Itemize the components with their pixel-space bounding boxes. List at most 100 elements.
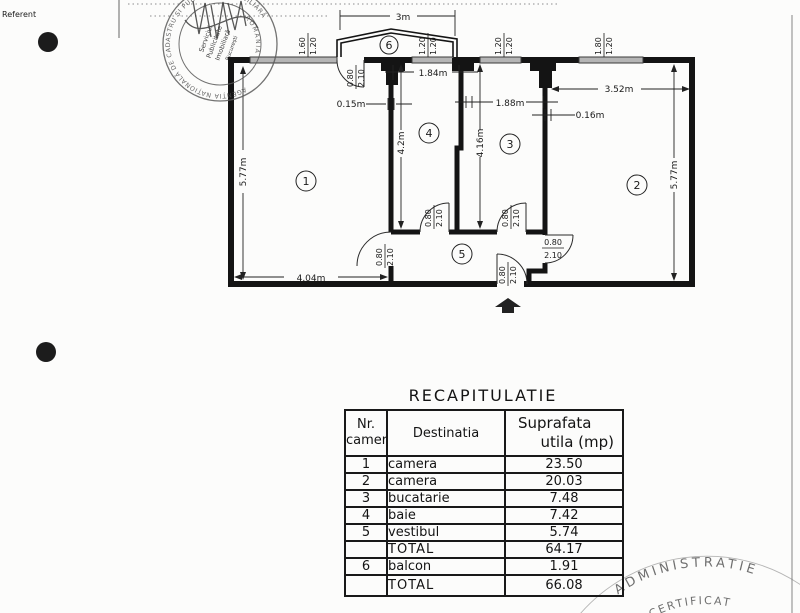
door-label-room4: 0.80 2.10 bbox=[424, 205, 444, 229]
dim-label-room2-height: 5.77m bbox=[670, 161, 680, 190]
room3-door bbox=[496, 202, 527, 233]
row3-nr: 3 bbox=[344, 489, 388, 508]
dim-room1-height: 5.77m bbox=[239, 66, 249, 280]
dim-balcony-width: 3m bbox=[339, 10, 456, 36]
dim-label-room1-height: 5.77m bbox=[239, 158, 249, 187]
interior-walls bbox=[381, 58, 556, 284]
row7-dest: balcon bbox=[386, 557, 506, 576]
stamp-arc2-text: CERTIFICAT bbox=[646, 589, 735, 613]
dim-label-room3-height: 4.16m bbox=[476, 129, 486, 158]
door-w: 0.80 bbox=[375, 248, 384, 266]
row5-nr: 5 bbox=[344, 523, 388, 542]
door-w: 0.80 bbox=[424, 209, 433, 227]
window2-width: 1.20 bbox=[418, 37, 427, 55]
total-row: TOTAL 66.08 bbox=[344, 574, 624, 597]
header-nr: Nr. camera bbox=[344, 409, 388, 457]
dim-label-room4-height: 4.2m bbox=[397, 131, 407, 154]
door-h: 2.10 bbox=[544, 251, 562, 260]
hole-punch-bottom bbox=[36, 342, 56, 362]
row2-dest: camera bbox=[386, 472, 506, 491]
row4-mp: 7.42 bbox=[504, 506, 624, 525]
door-label-room1: 0.80 2.10 bbox=[375, 244, 395, 268]
door-h: 2.10 bbox=[512, 209, 521, 227]
table-row: 6 balcon 1.91 bbox=[344, 557, 624, 576]
window-label-4: 1.80 1.20 bbox=[594, 33, 614, 57]
balcony-door bbox=[336, 59, 365, 88]
room-circle-2 bbox=[626, 174, 648, 196]
row8-nr bbox=[344, 574, 388, 597]
dim-label-balcony: 3m bbox=[396, 13, 411, 23]
header-nr-line1: Nr. bbox=[356, 416, 375, 432]
row4-dest: baie bbox=[386, 506, 506, 525]
header-mp: Suprafata utila (mp) bbox=[504, 409, 624, 457]
door-label-entrance: 0.80 2.10 bbox=[498, 262, 518, 286]
window2-height: 1.20 bbox=[429, 37, 438, 55]
window4-height: 1.20 bbox=[605, 37, 614, 55]
door-h: 2.10 bbox=[386, 248, 395, 266]
room-circle-6 bbox=[379, 35, 399, 55]
hole-punch-top bbox=[38, 32, 58, 52]
row8-dest: TOTAL bbox=[386, 574, 506, 597]
table-row: 5 vestibul 5.74 bbox=[344, 523, 624, 542]
table-row: 1 camera 23.50 bbox=[344, 455, 624, 474]
table-row: 4 baie 7.42 bbox=[344, 506, 624, 525]
room4-door bbox=[419, 202, 450, 233]
row3-mp: 7.48 bbox=[504, 489, 624, 508]
room-number-1: 1 bbox=[303, 175, 310, 188]
recap-title: RECAPITULATIE bbox=[408, 386, 558, 405]
door-w: 0.80 bbox=[346, 69, 355, 87]
dim-room2-width: 3.52m bbox=[551, 85, 690, 95]
row2-nr: 2 bbox=[344, 472, 388, 491]
dim-label-room2-width: 3.52m bbox=[605, 85, 634, 95]
window-1 bbox=[249, 56, 338, 64]
row1-nr: 1 bbox=[344, 455, 388, 474]
dim-room3-height: 4.16m bbox=[476, 64, 486, 229]
dim-room2-height: 5.77m bbox=[670, 64, 680, 281]
row7-mp: 1.91 bbox=[504, 557, 624, 576]
window1-height: 1.20 bbox=[309, 37, 318, 55]
room-circle-3 bbox=[499, 133, 521, 155]
room-circle-1 bbox=[295, 170, 317, 192]
balcony bbox=[336, 28, 458, 57]
window-label-2: 1.20 1.20 bbox=[418, 33, 438, 57]
row2-mp: 20.03 bbox=[504, 472, 624, 491]
table-row: 3 bucatarie 7.48 bbox=[344, 489, 624, 508]
row6-dest: TOTAL bbox=[386, 540, 506, 559]
dim-wall-right: 0.16m bbox=[532, 109, 604, 121]
floor-plan: 1 2 3 4 5 6 3m 1.84m 0.15m bbox=[228, 10, 695, 313]
room-number-6: 6 bbox=[386, 39, 393, 52]
window-label-3: 1.20 1.20 bbox=[494, 33, 514, 57]
dim-label-wall-left: 0.15m bbox=[337, 100, 366, 110]
header-nr-line2: camera bbox=[346, 433, 387, 448]
door-h: 2.10 bbox=[509, 266, 518, 284]
dim-room1-width: 4.04m bbox=[234, 274, 388, 284]
row5-dest: vestibul bbox=[386, 523, 506, 542]
svg-text:ADMINISTRATIE: ADMINISTRATIE bbox=[609, 547, 762, 599]
window1-width: 1.60 bbox=[298, 37, 307, 55]
dim-wall-left: 0.15m bbox=[337, 98, 412, 110]
window3-width: 1.20 bbox=[494, 37, 503, 55]
subtotal-row: TOTAL 64.17 bbox=[344, 540, 624, 559]
dim-label-wall-right: 0.16m bbox=[576, 111, 605, 121]
room-number-2: 2 bbox=[634, 179, 641, 192]
stamp-side-text: ROMANIA bbox=[243, 13, 265, 56]
header-row: Nr. camera Destinatia Suprafata utila (m… bbox=[344, 409, 624, 457]
door-w: 0.80 bbox=[544, 238, 562, 247]
dim-room4-height: 4.2m bbox=[397, 64, 407, 229]
table-row: 2 camera 20.03 bbox=[344, 472, 624, 491]
row1-mp: 23.50 bbox=[504, 455, 624, 474]
dim-label-room1-width: 4.04m bbox=[297, 274, 326, 284]
door-label-room2: 0.80 2.10 bbox=[542, 238, 564, 260]
window3-height: 1.20 bbox=[505, 37, 514, 55]
recap-table: Nr. camera Destinatia Suprafata utila (m… bbox=[344, 409, 624, 597]
dim-room3-width: 1.88m bbox=[455, 96, 558, 109]
entrance-door bbox=[496, 253, 528, 285]
form-remnant-lines: Referent bbox=[2, 0, 560, 38]
row3-dest: bucatarie bbox=[386, 489, 506, 508]
door-w: 0.80 bbox=[498, 266, 507, 284]
room-circles: 1 2 3 4 5 6 bbox=[295, 35, 648, 265]
door-h: 2.10 bbox=[357, 69, 366, 87]
room1-door bbox=[356, 231, 392, 267]
header-dest: Destinatia bbox=[386, 409, 506, 457]
